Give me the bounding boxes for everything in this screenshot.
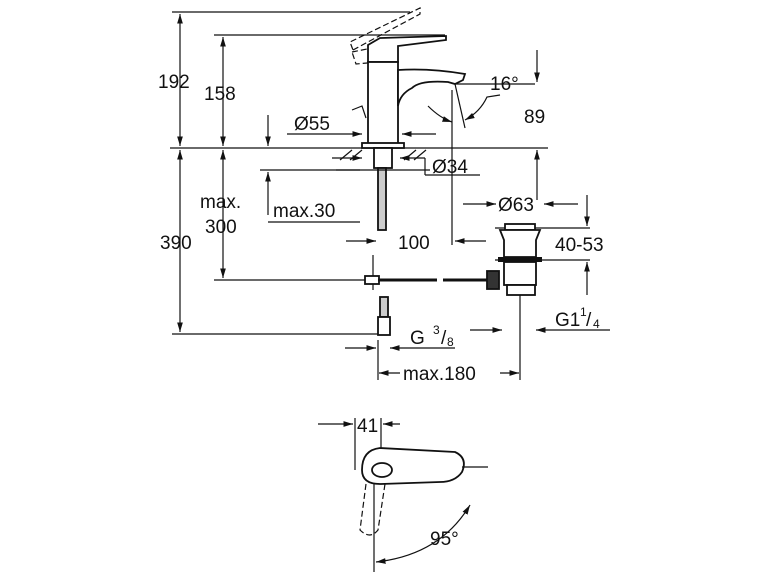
dim-drain-thread: G1 — [555, 310, 580, 331]
dim-100: 100 — [398, 233, 430, 254]
dim-390: 390 — [160, 233, 192, 254]
dim-hole-diameter: Ø34 — [432, 157, 468, 178]
dim-drain-thread-den: 4 — [593, 317, 600, 331]
dim-192: 192 — [158, 72, 190, 93]
dim-spout-height: 89 — [524, 107, 545, 128]
faucet-side-view — [336, 7, 490, 336]
dim-lever-width: 41 — [357, 416, 378, 437]
dim-hose-thread-num: 3 — [433, 323, 440, 337]
dim-drain-thread-num: 1 — [580, 305, 587, 319]
dim-drain-range: 40-53 — [555, 235, 604, 256]
dim-max-label: max. — [200, 192, 241, 213]
dim-158: 158 — [204, 84, 236, 105]
drain-assembly — [486, 223, 542, 296]
dim-base-diameter: Ø55 — [294, 114, 330, 135]
extension-lines — [170, 11, 590, 380]
dimension-arrows — [177, 14, 610, 380]
dim-max-180: max.180 — [403, 364, 476, 385]
lever-top-view — [318, 418, 488, 572]
thread-slash-2: / — [586, 310, 592, 331]
dim-max-30: max.30 — [273, 201, 335, 222]
dim-300: 300 — [205, 217, 237, 238]
dim-hose-thread-den: 8 — [447, 335, 454, 349]
countertop-hatch — [336, 149, 430, 171]
dim-lever-rotation: 95° — [430, 529, 459, 550]
dim-drain-diameter: Ø63 — [498, 195, 534, 216]
thread-slash: / — [441, 328, 447, 349]
dim-spout-angle: 16° — [490, 74, 519, 95]
dim-hose-thread: G — [410, 328, 425, 349]
